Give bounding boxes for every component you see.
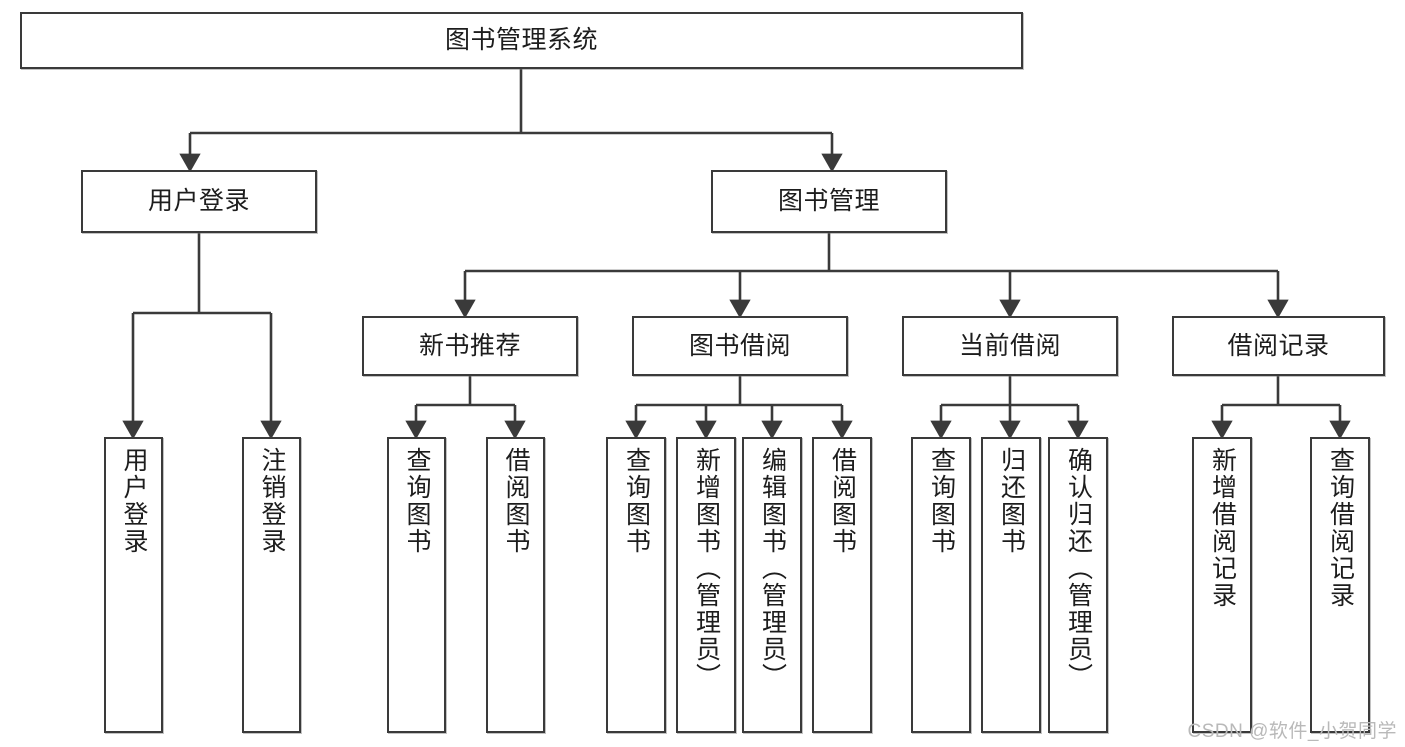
node-label: 图书管理 (777, 187, 880, 215)
node-borrow-record[interactable]: 借阅记录 (1172, 316, 1385, 376)
node-leaf-user-login[interactable]: 用户登录 (104, 437, 163, 733)
node-leaf-user-logout[interactable]: 注销登录 (242, 437, 301, 733)
node-label: 确认归还（管理员） (1064, 447, 1093, 690)
node-label: 查询图书 (403, 447, 431, 555)
node-leaf-query-book-3[interactable]: 查询图书 (911, 437, 971, 733)
node-leaf-confirm-return[interactable]: 确认归还（管理员） (1048, 437, 1108, 733)
node-label: 图书借阅 (688, 331, 791, 360)
node-label: 查询图书 (927, 447, 956, 555)
node-label: 用户登录 (120, 447, 148, 555)
node-label: 查询图书 (622, 447, 651, 555)
node-label: 归还图书 (997, 447, 1026, 555)
node-label: 借阅图书 (828, 447, 857, 555)
node-leaf-query-book-2[interactable]: 查询图书 (606, 437, 666, 733)
node-leaf-query-book-1[interactable]: 查询图书 (387, 437, 446, 733)
node-label: 图书管理系统 (444, 26, 598, 54)
node-leaf-add-record[interactable]: 新增借阅记录 (1192, 437, 1252, 733)
node-label: 借阅记录 (1227, 331, 1330, 360)
node-label: 查询借阅记录 (1326, 447, 1355, 609)
node-book-borrow[interactable]: 图书借阅 (632, 316, 848, 376)
node-leaf-borrow-book-2[interactable]: 借阅图书 (812, 437, 872, 733)
node-label: 新增借阅记录 (1208, 447, 1237, 609)
node-leaf-add-book[interactable]: 新增图书（管理员） (676, 437, 736, 733)
node-label: 编辑图书（管理员） (758, 447, 787, 690)
node-book-manage[interactable]: 图书管理 (711, 170, 947, 233)
node-leaf-borrow-book-1[interactable]: 借阅图书 (486, 437, 545, 733)
node-label: 注销登录 (258, 447, 286, 555)
node-leaf-query-record[interactable]: 查询借阅记录 (1310, 437, 1370, 733)
node-current-borrow[interactable]: 当前借阅 (902, 316, 1118, 376)
node-leaf-edit-book[interactable]: 编辑图书（管理员） (742, 437, 802, 733)
node-leaf-return-book[interactable]: 归还图书 (981, 437, 1041, 733)
node-label: 用户登录 (147, 187, 250, 215)
watermark-text: CSDN @软件_小贺同学 (1187, 721, 1397, 742)
node-label: 新书推荐 (418, 331, 521, 360)
node-root-system[interactable]: 图书管理系统 (20, 12, 1023, 69)
node-label: 借阅图书 (502, 447, 530, 555)
node-label: 当前借阅 (958, 331, 1061, 360)
node-label: 新增图书（管理员） (692, 447, 721, 690)
node-new-book-recommend[interactable]: 新书推荐 (362, 316, 578, 376)
node-user-login[interactable]: 用户登录 (81, 170, 317, 233)
